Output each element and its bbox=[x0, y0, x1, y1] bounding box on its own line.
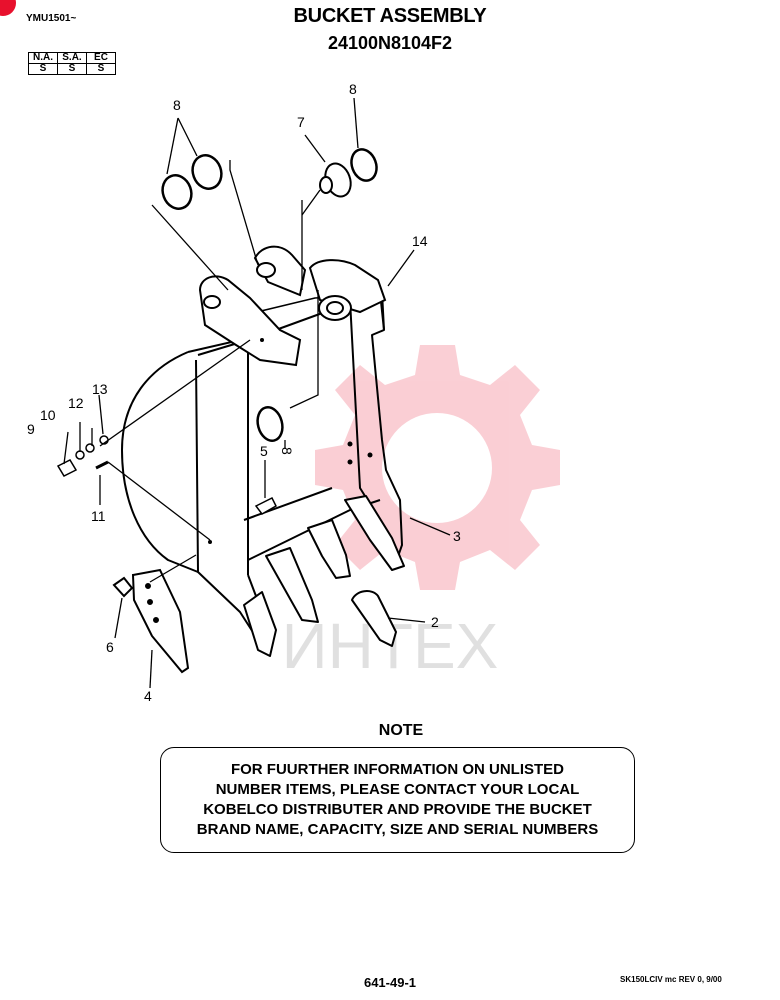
note-box: FOR FUURTHER INFORMATION ON UNLISTED NUM… bbox=[160, 747, 635, 853]
leader-lines bbox=[63, 97, 451, 689]
left-bracket bbox=[198, 275, 302, 367]
availability-value-row: S S S bbox=[28, 63, 116, 75]
side-cutter bbox=[112, 568, 190, 674]
bucket-assembly-diagram: ИНТЕХ bbox=[27, 81, 560, 704]
tooth-4 bbox=[344, 495, 405, 571]
note-line: KOBELCO DISTRIBUTER AND PROVIDE THE BUCK… bbox=[203, 801, 592, 818]
seal-ring-left-1 bbox=[161, 174, 193, 210]
upper-boss-hole bbox=[256, 262, 276, 278]
callout-12: 12 bbox=[68, 395, 84, 411]
tooth-2 bbox=[265, 547, 319, 623]
tooth-1 bbox=[243, 591, 277, 657]
page-title: BUCKET ASSEMBLY bbox=[293, 5, 487, 27]
side-cutter-plate bbox=[131, 568, 190, 674]
corner-mark bbox=[0, 0, 16, 16]
callout-7: 7 bbox=[297, 114, 305, 130]
bolt-part-5 bbox=[254, 496, 277, 515]
seal-ring-right bbox=[350, 148, 378, 182]
callout-4: 4 bbox=[144, 688, 152, 704]
bolt-part-9 bbox=[56, 459, 78, 477]
seal-rings bbox=[161, 148, 378, 442]
bucket-teeth bbox=[243, 495, 405, 657]
left-side-plate-front bbox=[197, 339, 249, 575]
inner-edge bbox=[243, 487, 333, 521]
availability-header-row: N.A. S.A. EC bbox=[28, 52, 116, 64]
bracket-bosses bbox=[198, 245, 387, 367]
pin-part-11 bbox=[95, 460, 109, 470]
callout-8-left: 8 bbox=[173, 97, 181, 113]
callout-2: 2 bbox=[431, 614, 439, 630]
callout-10: 10 bbox=[40, 407, 56, 423]
right-boss-hole bbox=[326, 301, 344, 315]
washer-part-10 bbox=[75, 450, 85, 460]
tooth-3 bbox=[307, 519, 351, 579]
callout-8-right: 8 bbox=[349, 81, 357, 97]
callout-3: 3 bbox=[453, 528, 461, 544]
watermark-gear-icon bbox=[315, 345, 560, 590]
seal-ring-lower bbox=[256, 406, 284, 442]
small-hardware bbox=[56, 435, 277, 515]
loose-tooth bbox=[351, 590, 397, 647]
callout-9: 9 bbox=[27, 421, 35, 437]
watermark-gear-hole bbox=[382, 413, 492, 523]
availability-val-ec: S bbox=[86, 63, 116, 75]
note-title: NOTE bbox=[378, 722, 424, 739]
washer-part-12 bbox=[85, 443, 95, 453]
callout-5: 5 bbox=[260, 443, 268, 459]
availability-val-sa: S bbox=[57, 63, 87, 75]
page-number: 641-49-1 bbox=[363, 975, 417, 990]
note-line: FOR FUURTHER INFORMATION ON UNLISTED bbox=[230, 761, 565, 778]
note-line: NUMBER ITEMS, PLEASE CONTACT YOUR LOCAL bbox=[215, 781, 580, 798]
callout-14: 14 bbox=[412, 233, 428, 249]
seal-ring-left-2 bbox=[191, 154, 223, 190]
part-number: 24100N8104F2 bbox=[327, 33, 453, 53]
collar-part-7 bbox=[319, 162, 352, 198]
callout-11: 11 bbox=[91, 508, 106, 524]
bucket-back-curve bbox=[121, 351, 199, 573]
side-plate-holes bbox=[208, 338, 373, 544]
availability-table: N.A. S.A. EC S S S bbox=[28, 52, 116, 75]
callout-6: 6 bbox=[106, 639, 114, 655]
callout-13: 13 bbox=[92, 381, 108, 397]
note-line: BRAND NAME, CAPACITY, SIZE AND SERIAL NU… bbox=[196, 821, 599, 838]
nut-part-6 bbox=[112, 576, 134, 598]
model-code: YMU1501~ bbox=[26, 13, 77, 24]
left-boss-hole bbox=[203, 295, 221, 309]
callout-8-lower: 8 bbox=[279, 447, 295, 455]
revision-label: SK150LCIV mc REV 0, 9/00 bbox=[620, 975, 722, 984]
